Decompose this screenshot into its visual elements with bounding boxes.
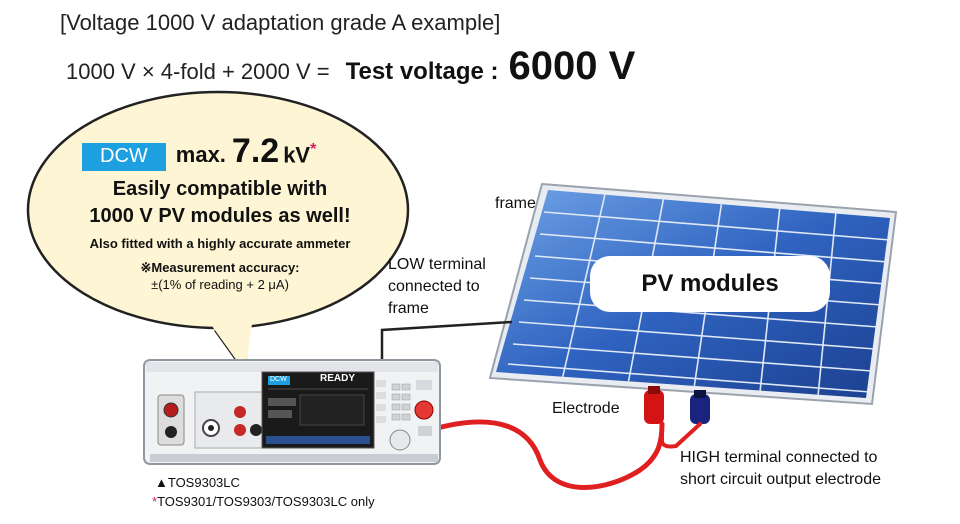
tester-device — [143, 359, 441, 465]
max-voltage-value: 7.2 — [231, 132, 280, 170]
low-terminal-line-3: frame — [388, 300, 429, 317]
max-voltage-unit: kV* — [283, 141, 316, 168]
electrode-label: Electrode — [552, 400, 620, 417]
model-label: ▲TOS9303LC — [155, 475, 240, 490]
example-title: [Voltage 1000 V adaptation grade A examp… — [60, 10, 501, 35]
model-footnote: *TOS9301/TOS9303/TOS9303LC only — [152, 494, 375, 509]
test-voltage-value: 6000 V — [508, 44, 636, 88]
low-terminal-wire — [380, 320, 513, 362]
footnote-asterisk-mark: * — [152, 494, 158, 509]
bubble-ammeter-note: Also fitted with a highly accurate ammet… — [89, 236, 351, 251]
accuracy-label: ※Measurement accuracy: — [140, 260, 300, 275]
screen-mode: DCW — [270, 376, 287, 383]
test-voltage-label: Test voltage : — [345, 58, 499, 85]
bubble-headline-2: 1000 V PV modules as well! — [89, 205, 351, 227]
formula-text: 1000 V × 4-fold + 2000 V = — [66, 59, 330, 84]
low-terminal-line-2: connected to — [388, 278, 480, 295]
high-terminal-line-2: short circuit output electrode — [680, 471, 881, 488]
short-circuit-jumper — [660, 422, 702, 449]
accuracy-value: ±(1% of reading + 2 μA) — [151, 277, 289, 292]
low-terminal-line-1: LOW terminal — [388, 256, 486, 273]
low-terminal-label: LOW terminal connected to frame — [388, 254, 486, 320]
test-voltage-formula: 1000 V × 4-fold + 2000 V = Test voltage … — [66, 44, 635, 89]
footnote-asterisk: * — [310, 140, 317, 158]
frame-label: frame — [495, 195, 536, 212]
dcw-badge: DCW — [82, 143, 166, 171]
high-terminal-label: HIGH terminal connected to short circuit… — [680, 447, 881, 491]
screen-status: READY — [320, 373, 356, 384]
bubble-headline-1: Easily compatible with — [112, 178, 328, 200]
electrode-connectors — [644, 386, 710, 424]
dcw-spec: DCW max. 7.2 kV* — [82, 132, 316, 171]
pv-modules-label: PV modules — [590, 256, 830, 312]
footnote-text: TOS9301/TOS9303/TOS9303LC only — [157, 494, 375, 509]
unit-text: kV — [283, 142, 311, 167]
max-label: max. — [175, 142, 226, 167]
high-cable — [427, 419, 665, 490]
high-terminal-line-1: HIGH terminal connected to — [680, 449, 878, 466]
